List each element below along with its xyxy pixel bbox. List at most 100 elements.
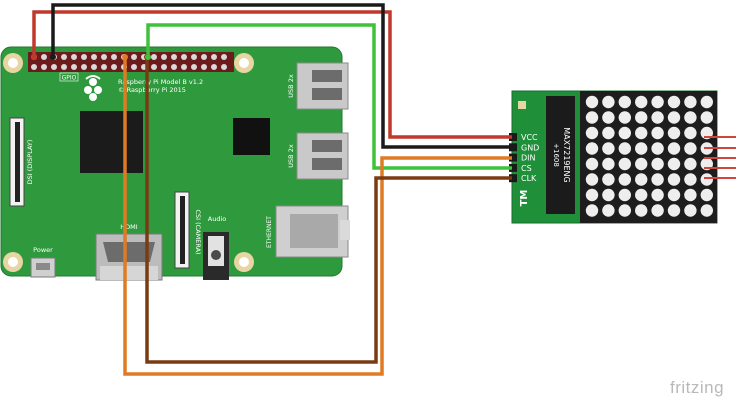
led-dot	[651, 142, 664, 155]
led-dot	[602, 188, 615, 202]
gpio-pin	[131, 54, 137, 60]
audio-label: Audio	[208, 215, 226, 223]
module-pin	[509, 174, 517, 183]
led-dot	[700, 204, 713, 217]
csi-connector	[174, 191, 190, 269]
led-dot	[602, 157, 615, 171]
led-dot	[585, 111, 599, 124]
led-dot	[618, 157, 631, 171]
usb-top-label: USB 2x	[287, 74, 295, 98]
wire-din	[123, 57, 512, 376]
led-dot	[635, 126, 648, 140]
led-dot	[700, 188, 713, 202]
mounting-holes	[3, 53, 254, 272]
led-dot	[684, 188, 697, 202]
gpio-label: GPIO	[62, 75, 77, 82]
led-dot	[635, 111, 648, 124]
gpio-pin	[61, 64, 67, 70]
led-dot	[602, 142, 615, 155]
led-dot	[667, 111, 681, 124]
power-label: Power	[33, 246, 53, 254]
led-dot	[667, 188, 681, 202]
led-dot	[684, 157, 697, 171]
usb-port-top	[296, 62, 349, 110]
led-dot	[667, 126, 681, 140]
gpio-pin	[41, 54, 47, 60]
ethernet-controller-chip	[233, 118, 270, 155]
board-copyright: © Raspberry Pi 2015	[118, 86, 186, 94]
gpio-pin	[71, 54, 77, 60]
module-pin	[509, 143, 517, 152]
led-dot	[618, 111, 631, 124]
led-dot	[585, 173, 599, 186]
pin-label-clk: CLK	[521, 174, 537, 183]
gpio-pin	[131, 64, 137, 70]
gpio-pin	[151, 54, 157, 60]
gpio-pin	[221, 54, 227, 60]
module-pin	[509, 133, 517, 141]
led-dot	[684, 204, 697, 217]
gpio-pin	[201, 54, 207, 60]
gpio-pin	[201, 64, 207, 70]
gpio-pin	[101, 64, 107, 70]
ethernet-label: ETHERNET	[266, 216, 273, 248]
gpio-pin	[171, 64, 177, 70]
led-dot	[618, 142, 631, 155]
gpio-pin	[81, 64, 87, 70]
led-dot	[602, 95, 615, 109]
gpio-pin	[211, 64, 217, 70]
led-dot	[635, 95, 648, 109]
gpio-pin	[161, 64, 167, 70]
gpio-pin	[111, 54, 117, 60]
led-dot	[700, 173, 713, 186]
led-dot	[602, 126, 615, 140]
csi-label: CSI (CAMERA)	[194, 209, 202, 254]
board-model: Raspberry Pi Model B v1.2	[118, 78, 203, 86]
led-dot	[684, 111, 697, 124]
dsi-label: DSI (DISPLAY)	[26, 140, 34, 185]
led-dot	[635, 173, 648, 186]
gpio-pin	[31, 64, 37, 70]
gpio-pin	[181, 54, 187, 60]
gpio-pin	[211, 54, 217, 60]
led-dot	[700, 111, 713, 124]
gpio-pin	[161, 54, 167, 60]
wires	[31, 3, 512, 376]
gpio-pin	[91, 54, 97, 60]
led-dot	[667, 95, 681, 109]
led-dot	[585, 142, 599, 155]
led-dot	[602, 111, 615, 124]
led-dot	[635, 142, 648, 155]
wire-clk	[145, 57, 512, 364]
module-pin	[509, 163, 517, 172]
led-dot	[667, 173, 681, 186]
gpio-pin	[51, 64, 57, 70]
led-dot	[635, 188, 648, 202]
pin-label-vcc: VCC	[521, 133, 538, 142]
led-dot	[602, 204, 615, 217]
led-dot	[651, 157, 664, 171]
led-dot	[585, 95, 599, 109]
led-dot	[602, 173, 615, 186]
gpio-pin	[91, 64, 97, 70]
led-dot	[618, 204, 631, 217]
wire-vcc	[32, 10, 512, 139]
led-dot	[667, 204, 681, 217]
led-dot	[684, 142, 697, 155]
usb-port-bottom	[296, 132, 349, 180]
led-dot	[618, 95, 631, 109]
led-dot	[651, 204, 664, 217]
gpio-pin	[221, 64, 227, 70]
chip-label: MAX7219ENG	[562, 127, 571, 182]
gpio-pin	[81, 54, 87, 60]
pin-label-gnd: GND	[521, 143, 539, 152]
led-dot	[667, 157, 681, 171]
gpio-pin	[71, 64, 77, 70]
led-dot	[667, 142, 681, 155]
dsi-connector	[9, 117, 25, 207]
gpio-pin	[191, 54, 197, 60]
gpio-pin	[41, 64, 47, 70]
led-dot	[651, 111, 664, 124]
module-pin-headers	[509, 133, 517, 183]
